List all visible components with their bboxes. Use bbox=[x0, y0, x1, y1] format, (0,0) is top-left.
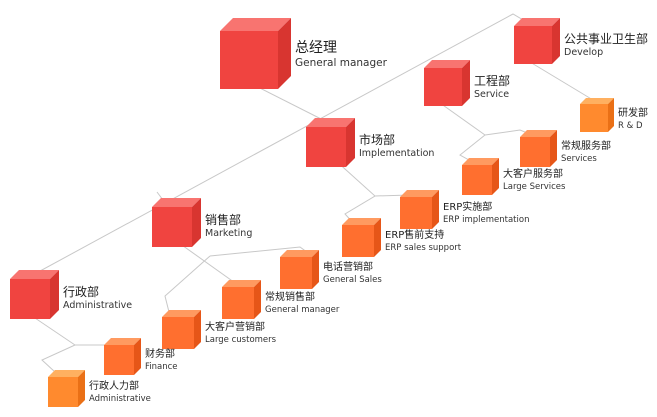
node-label-zh: 行政部 bbox=[63, 285, 100, 299]
cube-icon bbox=[400, 190, 439, 229]
node-label-en: General manager bbox=[265, 305, 340, 315]
cube-icon bbox=[520, 130, 557, 167]
node-label-zh: 市场部 bbox=[359, 133, 396, 147]
node-label-zh: 总经理 bbox=[295, 40, 337, 56]
node-label-en: R & D bbox=[618, 121, 643, 131]
cube-icon bbox=[222, 280, 261, 319]
node-label-en: ERP sales support bbox=[385, 243, 462, 253]
node-label-en: Finance bbox=[145, 362, 178, 372]
cube-icon bbox=[462, 158, 499, 195]
node-label-en: Large customers bbox=[205, 335, 277, 345]
node-label-en: General manager bbox=[295, 57, 387, 69]
node-label-zh: ERP售前支持 bbox=[385, 230, 445, 241]
node-label-en: Service bbox=[474, 89, 510, 100]
cube-icon bbox=[220, 18, 291, 89]
node-label-zh: 大客户服务部 bbox=[503, 169, 563, 180]
node-label-en: Develop bbox=[564, 47, 604, 58]
connector-develop-rnd bbox=[529, 61, 599, 104]
connector-market-erp bbox=[334, 159, 376, 227]
cube-icon bbox=[104, 338, 141, 375]
node-label-zh: 公共事业卫生部 bbox=[564, 32, 649, 46]
cube-icon bbox=[424, 60, 470, 106]
node-label-zh: 常规销售部 bbox=[265, 292, 315, 303]
cube-icon bbox=[580, 98, 614, 132]
cube-icon bbox=[342, 218, 381, 257]
connector-service-rnd bbox=[439, 102, 486, 136]
node-label-zh: 财务部 bbox=[145, 349, 175, 360]
node-label-zh: 研发部 bbox=[618, 108, 648, 119]
node-label-en: Implementation bbox=[359, 148, 435, 159]
connector-admin-hr bbox=[41, 344, 76, 373]
cube-icon bbox=[162, 310, 201, 349]
connector-large-customers bbox=[164, 255, 211, 317]
connector-admin-sub bbox=[31, 315, 76, 346]
cube-icon bbox=[306, 118, 355, 167]
node-label-en: Marketing bbox=[205, 228, 253, 239]
node-label-zh: 工程部 bbox=[474, 74, 511, 88]
node-label-en: General Sales bbox=[323, 275, 382, 285]
node-label-en: ERP implementation bbox=[443, 215, 530, 225]
node-label-zh: 大客户营销部 bbox=[205, 322, 265, 333]
cube-icon bbox=[280, 250, 319, 289]
node-label-en: Services bbox=[561, 154, 597, 164]
cube-icon bbox=[10, 270, 59, 319]
node-label-zh: 常规服务部 bbox=[561, 141, 611, 152]
node-label-zh: 行政人力部 bbox=[89, 381, 139, 392]
node-label-zh: 销售部 bbox=[205, 213, 242, 227]
node-label-zh: 电话营销部 bbox=[323, 262, 373, 273]
node-label-en: Administrative bbox=[89, 394, 151, 404]
node-label-en: Large Services bbox=[503, 182, 566, 192]
node-label-zh: ERP实施部 bbox=[443, 202, 493, 213]
cube-icon bbox=[514, 18, 560, 64]
node-label-en: Administrative bbox=[63, 300, 133, 311]
cube-icon bbox=[152, 198, 201, 247]
cube-icon bbox=[48, 370, 85, 407]
